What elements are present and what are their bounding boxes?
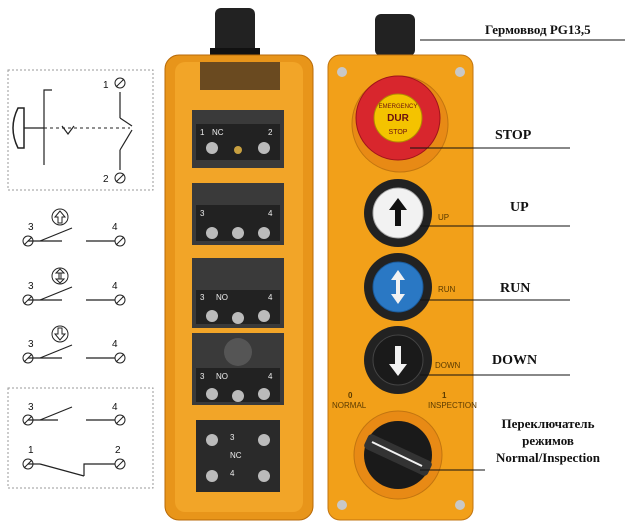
estop-text-bottom: STOP [389, 129, 408, 136]
block-5-right: 4 [230, 469, 235, 478]
block-5-mid: NC [230, 451, 242, 460]
cable-gland [375, 14, 415, 56]
down-button-label: DOWN [435, 361, 461, 370]
pendant-front-photo: EMERGENCY DUR STOP UP RUN DOWN 0 NORMAL … [327, 14, 477, 521]
schematic-run-no: 3 4 [22, 267, 126, 306]
callout-switch-line3: Normal/Inspection [496, 450, 600, 465]
block-3-right: 4 [268, 293, 273, 302]
open-cable-gland [215, 8, 255, 58]
contact-block-4: 3 NO 4 [192, 333, 284, 405]
block-1-right: 2 [268, 128, 273, 137]
selector-pos0-number: 0 [348, 391, 353, 400]
callout-switch-line1: Переключатель [501, 416, 595, 431]
block-4-right: 4 [268, 372, 273, 381]
schematic-sel-terminal-2: 2 [115, 445, 121, 456]
block-2-right: 4 [268, 209, 273, 218]
callout-switch-line2: режимов [522, 433, 574, 448]
block-5-left: 3 [230, 433, 235, 442]
schematic-run-terminal-3: 3 [28, 281, 34, 292]
schematic-up-terminal-3: 3 [28, 222, 34, 233]
contact-block-3: 3 NO 4 [192, 258, 284, 328]
callout-lines [410, 39, 625, 471]
schematic-run-terminal-4: 4 [112, 281, 118, 292]
block-3-mid: NO [216, 293, 228, 302]
callout-switch: Переключатель режимов Normal/Inspection [478, 415, 618, 466]
schematic-sel-terminal-4: 4 [112, 402, 118, 413]
block-1-mid: NC [212, 128, 224, 137]
block-1-left: 1 [200, 128, 205, 137]
estop-text-mid: DUR [387, 113, 409, 124]
schematic-down-no: 3 4 [22, 325, 126, 364]
contact-block-2: 3 4 [192, 183, 284, 245]
wiring-schematic: 1 2 3 4 3 4 3 4 [7, 69, 154, 489]
callout-up: UP [510, 200, 529, 215]
schematic-sel-terminal-3: 3 [28, 402, 34, 413]
schematic-stop-terminal-1: 1 [103, 80, 109, 91]
estop-text-top: EMERGENCY [379, 104, 418, 110]
selector-pos1-name: INSPECTION [428, 401, 477, 410]
block-2-left: 3 [200, 209, 205, 218]
schematic-up-no: 3 4 [22, 208, 126, 247]
schematic-down-terminal-4: 4 [112, 339, 118, 350]
callout-down: DOWN [492, 353, 538, 368]
block-3-left: 3 [200, 293, 205, 302]
schematic-selector: 3 4 1 2 [7, 387, 154, 489]
schematic-stop-nc: 1 2 [7, 69, 154, 191]
callout-run: RUN [500, 281, 531, 296]
schematic-stop-terminal-2: 2 [103, 174, 109, 185]
run-button-label: RUN [438, 285, 456, 294]
contact-block-5: 3 NC 4 [196, 420, 280, 492]
callout-gland: Гермоввод PG13,5 [485, 22, 591, 37]
block-4-mid: NO [216, 372, 228, 381]
schematic-down-terminal-3: 3 [28, 339, 34, 350]
open-housing-photo: 1 NC 2 3 4 3 NO 4 3 NO 4 3 NC 4 [164, 8, 314, 521]
down-arrow-icon [53, 327, 67, 341]
contact-block-1: 1 NC 2 [192, 110, 284, 168]
schematic-sel-terminal-1: 1 [28, 445, 34, 456]
updown-arrow-icon [391, 270, 405, 304]
estop-label-disc [373, 93, 423, 143]
down-arrow-icon [389, 346, 407, 376]
up-arrow-icon [389, 198, 407, 226]
selector-pos0-name: NORMAL [332, 401, 367, 410]
up-arrow-icon [53, 210, 67, 224]
callout-stop: STOP [495, 128, 532, 143]
updown-arrow-icon [54, 268, 66, 284]
selector-pos1-number: 1 [442, 391, 447, 400]
block-4-left: 3 [200, 372, 205, 381]
up-button-label: UP [438, 213, 449, 222]
schematic-up-terminal-4: 4 [112, 222, 118, 233]
